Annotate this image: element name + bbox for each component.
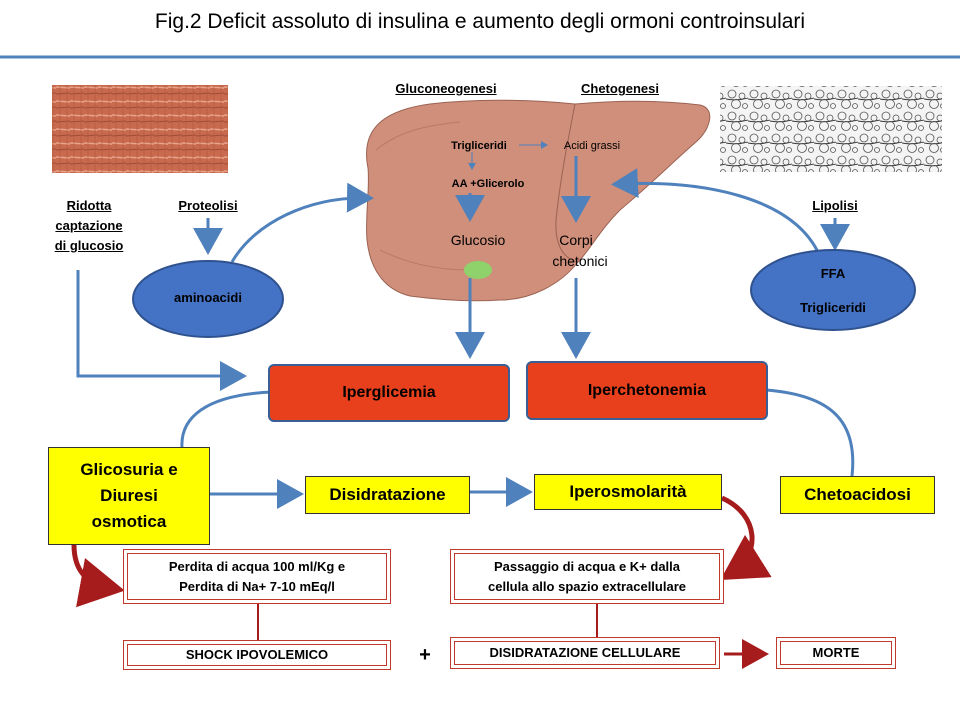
liver-illustration bbox=[366, 99, 711, 302]
connector-iperglicemia-glicosuria bbox=[180, 390, 273, 449]
box-passaggio: Passaggio di acqua e K+ dalla cellula al… bbox=[450, 549, 724, 604]
liver-glucosio: Glucosio bbox=[450, 232, 506, 248]
arrow-ffa-liver bbox=[611, 168, 820, 253]
box-glicosuria: Glicosuria e Diuresi osmotica bbox=[48, 447, 210, 545]
box-shock: SHOCK IPOVOLEMICO bbox=[123, 640, 391, 670]
arrow-aminoacidi-liver bbox=[230, 182, 374, 263]
arrow-glicosuria-perdita bbox=[71, 544, 125, 608]
label-ffa: FFA bbox=[820, 266, 846, 281]
box-iperosmolarita: Iperosmolarità bbox=[534, 474, 722, 510]
glicosuria-line-2: Diuresi bbox=[100, 486, 158, 505]
box-chetoacidosi: Chetoacidosi bbox=[780, 476, 935, 514]
aminoacidi-ellipse bbox=[132, 260, 284, 338]
label-proteolisi: Proteolisi bbox=[178, 198, 238, 213]
gallbladder-shape bbox=[464, 261, 492, 279]
glicosuria-line-1: Glicosuria e bbox=[80, 460, 178, 479]
box-morte: MORTE bbox=[776, 637, 896, 669]
liver-trigliceridi: Trigliceridi bbox=[451, 140, 507, 152]
perdita-line-2: Perdita di Na+ 7-10 mEq/l bbox=[179, 578, 335, 594]
box-disidratazione: Disidratazione bbox=[305, 476, 470, 514]
label-aminoacidi: aminoacidi bbox=[174, 290, 242, 305]
box-iperchetonemia: Iperchetonemia bbox=[526, 361, 768, 420]
muscle-tissue-image bbox=[52, 85, 228, 173]
plus-sign: + bbox=[419, 644, 431, 666]
perdita-line-1: Perdita di acqua 100 ml/Kg e bbox=[168, 558, 346, 574]
arrow-iperosmolarita-passaggio bbox=[720, 495, 772, 581]
label-lipolisi: Lipolisi bbox=[812, 198, 858, 213]
passaggio-line-1: Passaggio di acqua e K+ dalla bbox=[493, 558, 681, 574]
header-chetogenesi: Chetogenesi bbox=[580, 81, 659, 96]
arrow-ridotta-iperglicemia bbox=[76, 270, 247, 391]
header-gluconeogenesi: Gluconeogenesi bbox=[395, 81, 497, 96]
adipose-tissue-image bbox=[720, 86, 942, 172]
ridotta-line-2: captazione bbox=[55, 218, 123, 233]
ridotta-line-1: Ridotta bbox=[66, 198, 112, 213]
ridotta-line-3: di glucosio bbox=[54, 238, 124, 253]
liver-aa-glicerolo: AA +Glicerolo bbox=[451, 178, 525, 190]
liver-corpi-2: chetonici bbox=[552, 253, 608, 269]
box-iperglicemia: Iperglicemia bbox=[268, 364, 510, 422]
box-disidratazione-cellulare: DISIDRATAZIONE CELLULARE bbox=[450, 637, 720, 669]
liver-corpi-1: Corpi bbox=[559, 232, 593, 248]
box-perdita: Perdita di acqua 100 ml/Kg e Perdita di … bbox=[123, 549, 391, 604]
ffa-ellipse bbox=[750, 249, 916, 331]
liver-acidi-grassi: Acidi grassi bbox=[563, 140, 621, 152]
figure-title: Fig.2 Deficit assoluto di insulina e aum… bbox=[154, 10, 806, 33]
connector-iperchetonemia-chetoacidosi bbox=[765, 388, 855, 477]
passaggio-line-2: cellula allo spazio extracellulare bbox=[488, 578, 686, 594]
label-ffa-trigliceridi: Trigliceridi bbox=[800, 300, 866, 315]
glicosuria-line-3: osmotica bbox=[91, 512, 167, 531]
